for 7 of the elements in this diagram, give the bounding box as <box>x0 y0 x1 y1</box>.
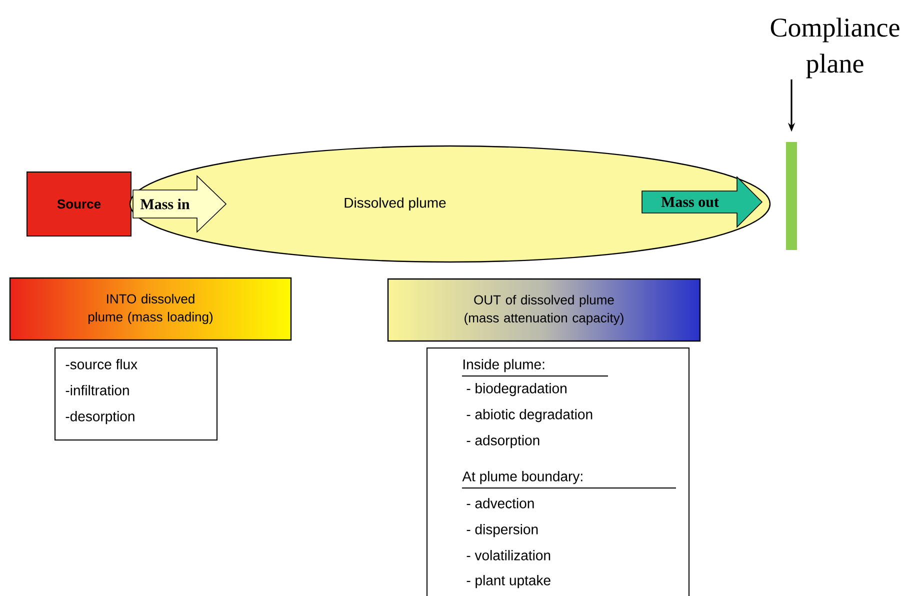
plane-label: Compliance plane <box>770 18 900 78</box>
list-box: -source flux -infiltration -desorption <box>54 348 218 440</box>
source-box: Source <box>26 172 132 236</box>
list-box: Inside plume: - biodegradation - abiotic degradation - adsorption At plume boundary: - advection - dispersion - volatilization - plant uptake <box>426 348 690 596</box>
header-box: INTO dissolved plume (mass loading) <box>9 277 292 341</box>
compliance-plane-bar <box>786 142 797 250</box>
header-box: OUT of dissolved plume (mass attenuation capacity) <box>387 278 701 342</box>
